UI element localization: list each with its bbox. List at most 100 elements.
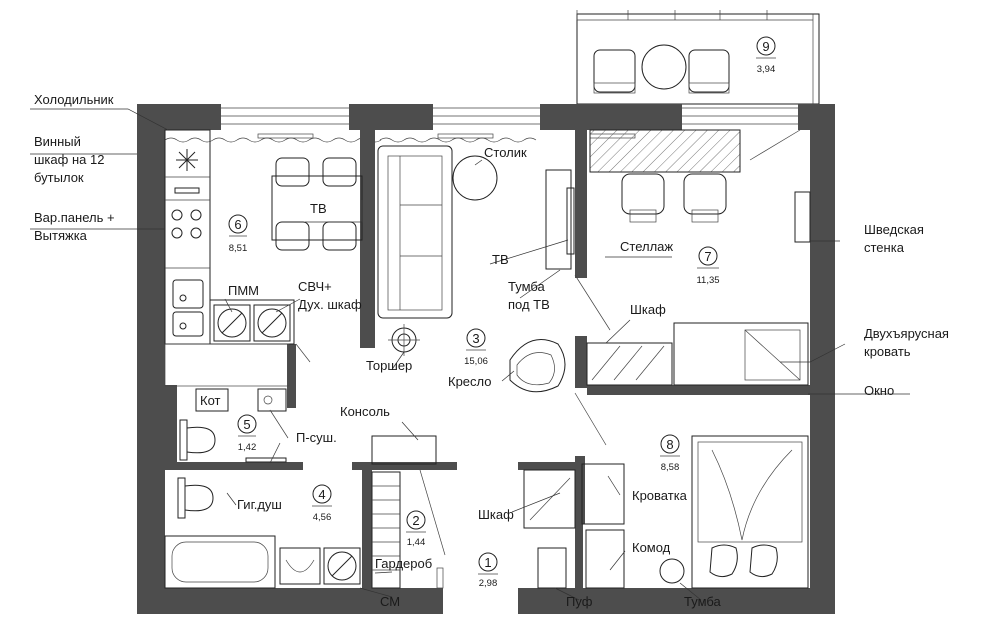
svg-text:2: 2 [412,513,419,528]
label-armchair: Кресло [448,374,492,389]
label-tv-stand-1: Тумба [508,279,546,294]
label-dresser: Комод [632,540,671,555]
label-hob-2: Вытяжка [34,228,88,243]
label-hygiene-shower: Гиг.душ [237,497,282,512]
closet-shelves [371,469,446,589]
label-boiler: Кот [200,393,221,408]
bunk-bed [673,322,809,386]
label-wine-2: шкаф на 12 [34,152,104,167]
label-kids-wardrobe: Шкаф [630,302,666,317]
svg-text:1: 1 [484,555,491,570]
window-lines [164,107,798,143]
hob-icon [171,209,202,239]
room-marker-6: 6 8,51 [228,214,248,254]
label-wine-3: бутылок [34,170,84,185]
svg-text:8,58: 8,58 [661,462,680,473]
svg-text:2,98: 2,98 [479,578,498,589]
armchair-icon [509,339,566,393]
svg-text:1,44: 1,44 [407,537,426,548]
pouf [537,547,567,589]
room-marker-4: 4 4,56 [312,484,332,523]
sofa [377,145,453,319]
label-hob-1: Вар.панель + [34,210,115,225]
toilet-bottom [177,477,214,519]
room-marker-1: 1 2,98 [478,552,498,589]
kitchen [164,129,363,387]
svg-text:3: 3 [472,331,479,346]
svg-text:6: 6 [234,217,241,232]
living-room [371,145,611,465]
room-marker-7: 7 11,35 [696,246,720,286]
swedish-wall [794,191,811,243]
label-swedish-1: Шведская [864,222,924,237]
console-table [371,435,437,465]
label-crib: Кроватка [632,488,688,503]
nightstand-icon [659,558,685,584]
label-closet: Гардероб [375,556,432,571]
room-marker-3: 3 15,06 [464,328,488,367]
label-bedroom-wardrobe: Шкаф [478,507,514,522]
double-bed [691,435,809,589]
label-tv-kitchen: ТВ [310,201,327,216]
room-marker-5: 5 1,42 [237,414,257,453]
exterior-walls [137,104,835,614]
dishwasher-icon [213,304,251,342]
label-nightstand: Тумба [684,594,722,609]
tv-living [566,187,575,255]
label-washer: СМ [380,594,400,609]
room-markers: 6 8,51 3 15,06 7 11,35 9 3,94 5 1,42 [228,36,776,589]
dresser [585,529,625,589]
kids-room [586,129,811,386]
label-tv-stand-2: под ТВ [508,297,550,312]
label-window: Окно [864,383,894,398]
label-console: Консоль [340,404,390,419]
balcony-chair-right [688,49,730,93]
balcony-window-marks [576,10,768,20]
svg-text:1,42: 1,42 [238,442,257,453]
bathtub [164,535,276,589]
svg-text:7: 7 [704,249,711,264]
label-floor-lamp: Торшер [366,358,412,373]
bathrooms [164,343,446,589]
label-swedish-2: стенка [864,240,905,255]
label-wine-1: Винный [34,134,81,149]
label-microwave-2: Дух. шкаф [298,297,362,312]
svg-text:9: 9 [762,39,769,54]
shelf [589,129,741,173]
bath-sink [279,547,321,585]
label-pmm: ПММ [228,283,259,298]
balcony-table [641,44,687,90]
svg-text:11,35: 11,35 [696,275,719,286]
room-marker-2: 2 1,44 [406,510,426,548]
toilet-top [179,419,216,461]
tv-stand [545,169,572,270]
svg-text:5: 5 [243,417,250,432]
label-towel-dryer: П-суш. [296,430,337,445]
floor-lamp-icon [388,324,420,356]
balcony [576,10,820,105]
label-bunk-2: кровать [864,344,911,359]
label-shelf: Стеллаж [620,239,673,254]
leader-lines [30,108,910,601]
room-marker-8: 8 8,58 [660,434,680,473]
balcony-chair-left [593,49,636,93]
boiler [195,388,229,412]
label-fridge: Холодильник [34,92,114,107]
label-microwave-1: СВЧ+ [298,279,332,294]
kids-wardrobe [586,342,673,386]
svg-text:4: 4 [318,487,325,502]
interior-walls [165,130,810,590]
wine-cabinet-icon [174,187,200,194]
svg-text:8: 8 [666,437,673,452]
room-marker-9: 9 3,94 [756,36,776,75]
svg-text:3,94: 3,94 [757,64,776,75]
towel-dryer [245,457,287,463]
bathroom-sink [257,388,287,412]
label-table: Столик [484,145,527,160]
coffee-table [452,155,498,201]
washer-icon [323,547,361,585]
oven-icon [253,304,291,342]
label-pouf: Пуф [566,594,593,609]
fridge-icon [176,149,198,171]
